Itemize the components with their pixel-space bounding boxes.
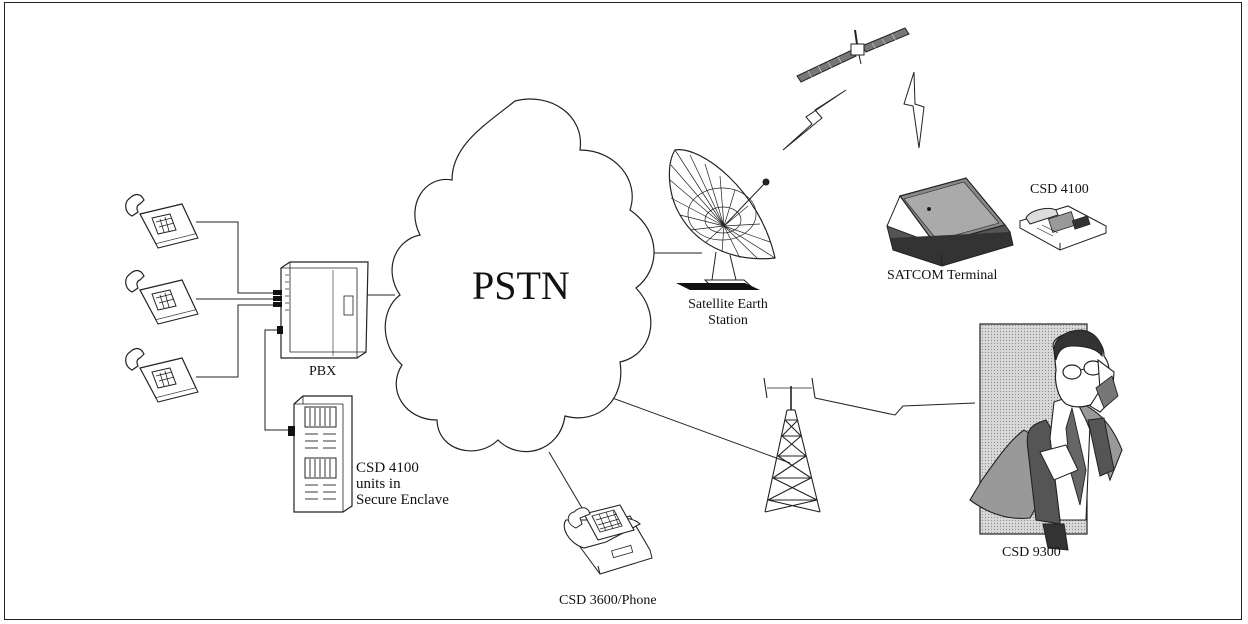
link-phone3-pbx (196, 304, 273, 378)
pstn-network-label: PSTN (472, 263, 570, 308)
csd9300-label: CSD 9300 (1002, 545, 1061, 560)
csd3600-phone-icon (563, 504, 653, 575)
pstn-cloud (384, 98, 655, 453)
satellite-dish-icon (668, 149, 776, 290)
earth-station-label-line-2: Station (708, 313, 748, 328)
desk-phone-1-icon (125, 193, 199, 249)
secure-enclave-label-line-2: units in (356, 476, 401, 492)
link-pstn-csd3600 (548, 451, 586, 514)
csd3600-phone-label: CSD 3600/Phone (559, 593, 657, 608)
person-on-phone-icon (969, 329, 1123, 551)
secure-enclave-label-line-3: Secure Enclave (356, 492, 449, 508)
pbx-icon (273, 261, 369, 359)
radio-link-bolt-left-icon (782, 89, 847, 151)
wireless-link-tower-csd9300 (814, 397, 976, 416)
link-phone1-pbx (196, 221, 273, 294)
cell-tower-icon (763, 377, 821, 513)
earth-station-label-line-1: Satellite Earth (688, 297, 768, 312)
secure-enclave-label-line-1: CSD 4100 (356, 460, 419, 476)
earth-station-label: Satellite Earth Station (672, 297, 784, 329)
secure-enclave-rack-icon (288, 395, 353, 513)
satcom-csd4100-label: CSD 4100 (1030, 182, 1089, 197)
satcom-terminal-icon (886, 177, 1014, 267)
connection-lines (196, 221, 976, 514)
secure-enclave-label: CSD 4100 units in Secure Enclave (356, 460, 449, 508)
pbx-label: PBX (309, 364, 337, 379)
satcom-terminal-label: SATCOM Terminal (887, 268, 998, 283)
link-pstn-tower (595, 391, 791, 464)
desk-phone-3-icon (125, 347, 199, 403)
satellite-icon (796, 27, 910, 83)
radio-link-bolt-right-icon (903, 71, 925, 149)
desk-phone-2-icon (125, 269, 199, 325)
csd4100-satcom-device-icon (1018, 205, 1108, 251)
link-pbx-enclave (264, 329, 289, 431)
